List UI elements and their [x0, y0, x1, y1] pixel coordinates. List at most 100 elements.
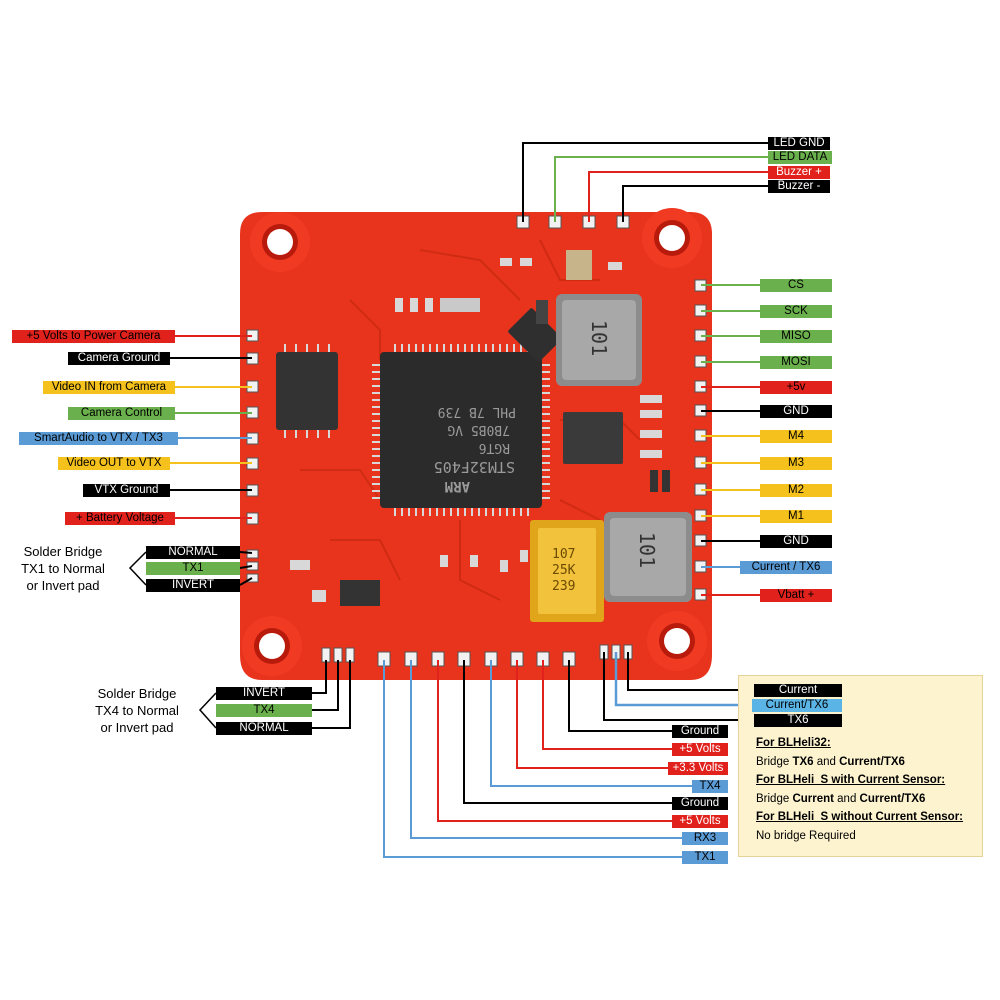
- label-led-data: LED DATA: [768, 151, 832, 164]
- label-buzzer-plus: Buzzer +: [768, 166, 830, 179]
- wiring-lines: [128, 142, 782, 858]
- label-gnd-right2: GND: [760, 535, 832, 548]
- capacitor-line2: 25K: [552, 563, 576, 578]
- note-text-blheli-s-sensor: Bridge Current and Current/TX6: [756, 793, 926, 805]
- caption-bridge-tx1-line3: or Invert pad: [26, 578, 100, 593]
- wire-5v-pad: [437, 660, 672, 822]
- wire-buzzer-minus: [622, 185, 768, 222]
- label-m2: M2: [760, 484, 832, 497]
- mounting-hole-top-left: [250, 212, 310, 272]
- regulator-chip: [563, 412, 623, 464]
- bracket-tx1: [128, 551, 147, 586]
- flight-controller-board: ARM STM32F405 RGT6 7B0B5 VG PHL 7B 739: [240, 208, 712, 680]
- label-gnd-right: GND: [760, 405, 832, 418]
- inductor-top-text: 101: [587, 320, 611, 356]
- label-battery-voltage: + Battery Voltage: [65, 512, 175, 525]
- caption-bridge-tx4-line1: Solder Bridge: [97, 686, 177, 701]
- mounting-hole-top-right: [642, 208, 702, 268]
- label-invert-top: INVERT: [146, 579, 240, 592]
- wire-ground-pad2: [568, 660, 672, 732]
- wire-tx6-bottom: [603, 652, 782, 721]
- label-vbatt: Vbatt +: [760, 589, 832, 602]
- caption-bridge-tx1-line2: TX1 to Normal: [21, 561, 105, 576]
- label-mosi: MOSI: [760, 356, 832, 369]
- label-5volts-1: +5 Volts: [672, 743, 728, 756]
- label-video-in: Video IN from Camera: [43, 381, 175, 394]
- label-camera-ground: Camera Ground: [68, 352, 170, 365]
- capacitor-line3: 239: [552, 579, 575, 594]
- wire-invert-bottom: [312, 660, 327, 694]
- mcu-line4-text: PHL 7B 739: [438, 404, 516, 419]
- wire-ground-pad: [463, 660, 672, 804]
- wire-normal-bottom: [312, 660, 351, 729]
- label-tx4-pad: TX4: [692, 780, 728, 793]
- flash-chip: [508, 308, 562, 362]
- mcu-part-text: STM32F405: [434, 458, 515, 476]
- wire-current-bottom: [627, 652, 770, 691]
- label-current-tx6-bottom: Current/TX6: [752, 699, 842, 712]
- wire-3v3-pad: [516, 660, 668, 769]
- label-current-tx6-right: Current / TX6: [740, 561, 832, 574]
- label-m1: M1: [760, 510, 832, 523]
- wire-tx1-top: [239, 565, 253, 569]
- inductor-bottom-text: 101: [635, 532, 659, 568]
- osd-chip: [276, 344, 338, 438]
- label-5volts-2: +5 Volts: [672, 815, 728, 828]
- label-camera-control: Camera Control: [68, 407, 175, 420]
- small-components: [290, 250, 670, 606]
- mcu-brand-text: ARM: [445, 478, 470, 494]
- label-power-camera: +5 Volts to Power Camera: [12, 330, 175, 343]
- wire-tx1-pad: [383, 660, 682, 858]
- note-heading-blheli32: For BLHeli32:: [756, 737, 831, 749]
- wire-rx3: [410, 660, 682, 839]
- label-normal-top: NORMAL: [146, 546, 240, 559]
- label-ground-1: Ground: [672, 725, 728, 738]
- label-normal-bottom: NORMAL: [216, 722, 312, 735]
- wire-led-data: [554, 156, 768, 222]
- mounting-hole-bottom-right: [647, 611, 707, 671]
- wire-5v-pad2: [542, 660, 672, 750]
- label-m3: M3: [760, 457, 832, 470]
- label-rx3: RX3: [682, 832, 728, 845]
- wire-tx4-pad: [490, 660, 692, 787]
- note-text-blheli32: Bridge TX6 and Current/TX6: [756, 756, 905, 768]
- tantalum-capacitor: 107 25K 239: [530, 520, 604, 622]
- label-smartaudio: SmartAudio to VTX / TX3: [19, 432, 178, 445]
- label-tx4-bottom: TX4: [216, 704, 312, 717]
- label-vtx-ground: VTX Ground: [83, 484, 170, 497]
- label-buzzer-minus: Buzzer -: [768, 180, 830, 193]
- label-tx1-pad: TX1: [682, 851, 728, 864]
- label-m4: M4: [760, 430, 832, 443]
- caption-bridge-tx1: Solder Bridge TX1 to Normal or Invert pa…: [8, 543, 118, 594]
- wire-current-tx6-bottom: [614, 652, 760, 707]
- caption-bridge-tx4-line3: or Invert pad: [100, 720, 174, 735]
- caption-bridge-tx4-line2: TX4 to Normal: [95, 703, 179, 718]
- label-miso: MISO: [760, 330, 832, 343]
- mcu-chip: ARM STM32F405 RGT6 7B0B5 VG PHL 7B 739: [372, 344, 550, 516]
- bridge-notes-box: For BLHeli32: Bridge TX6 and Current/TX6…: [738, 675, 983, 857]
- label-3v3: +3.3 Volts: [668, 762, 728, 775]
- wire-normal-top: [239, 551, 253, 554]
- wire-invert-top: [239, 577, 253, 586]
- mounting-hole-bottom-left: [242, 616, 302, 676]
- wire-led-gnd: [522, 142, 768, 222]
- inductor-bottom: 101: [604, 512, 692, 602]
- label-led-gnd: LED GND: [768, 137, 830, 150]
- caption-bridge-tx1-line1: Solder Bridge: [23, 544, 103, 559]
- caption-bridge-tx4: Solder Bridge TX4 to Normal or Invert pa…: [82, 685, 192, 736]
- label-current-bottom: Current: [754, 684, 842, 697]
- right-pads: [694, 279, 707, 601]
- bracket-tx4: [198, 692, 217, 729]
- label-cs: CS: [760, 279, 832, 292]
- wire-buzzer-plus: [588, 171, 768, 222]
- note-text-blheli-s-no-sensor: No bridge Required: [756, 830, 856, 842]
- label-ground-2: Ground: [672, 797, 728, 810]
- label-video-out: Video OUT to VTX: [58, 457, 170, 470]
- label-sck: SCK: [760, 305, 832, 318]
- label-tx1-top: TX1: [146, 562, 240, 575]
- note-heading-blheli-s-no-sensor: For BLHeli_S without Current Sensor:: [756, 811, 964, 823]
- capacitor-line1: 107: [552, 547, 575, 562]
- label-invert-bottom: INVERT: [216, 687, 312, 700]
